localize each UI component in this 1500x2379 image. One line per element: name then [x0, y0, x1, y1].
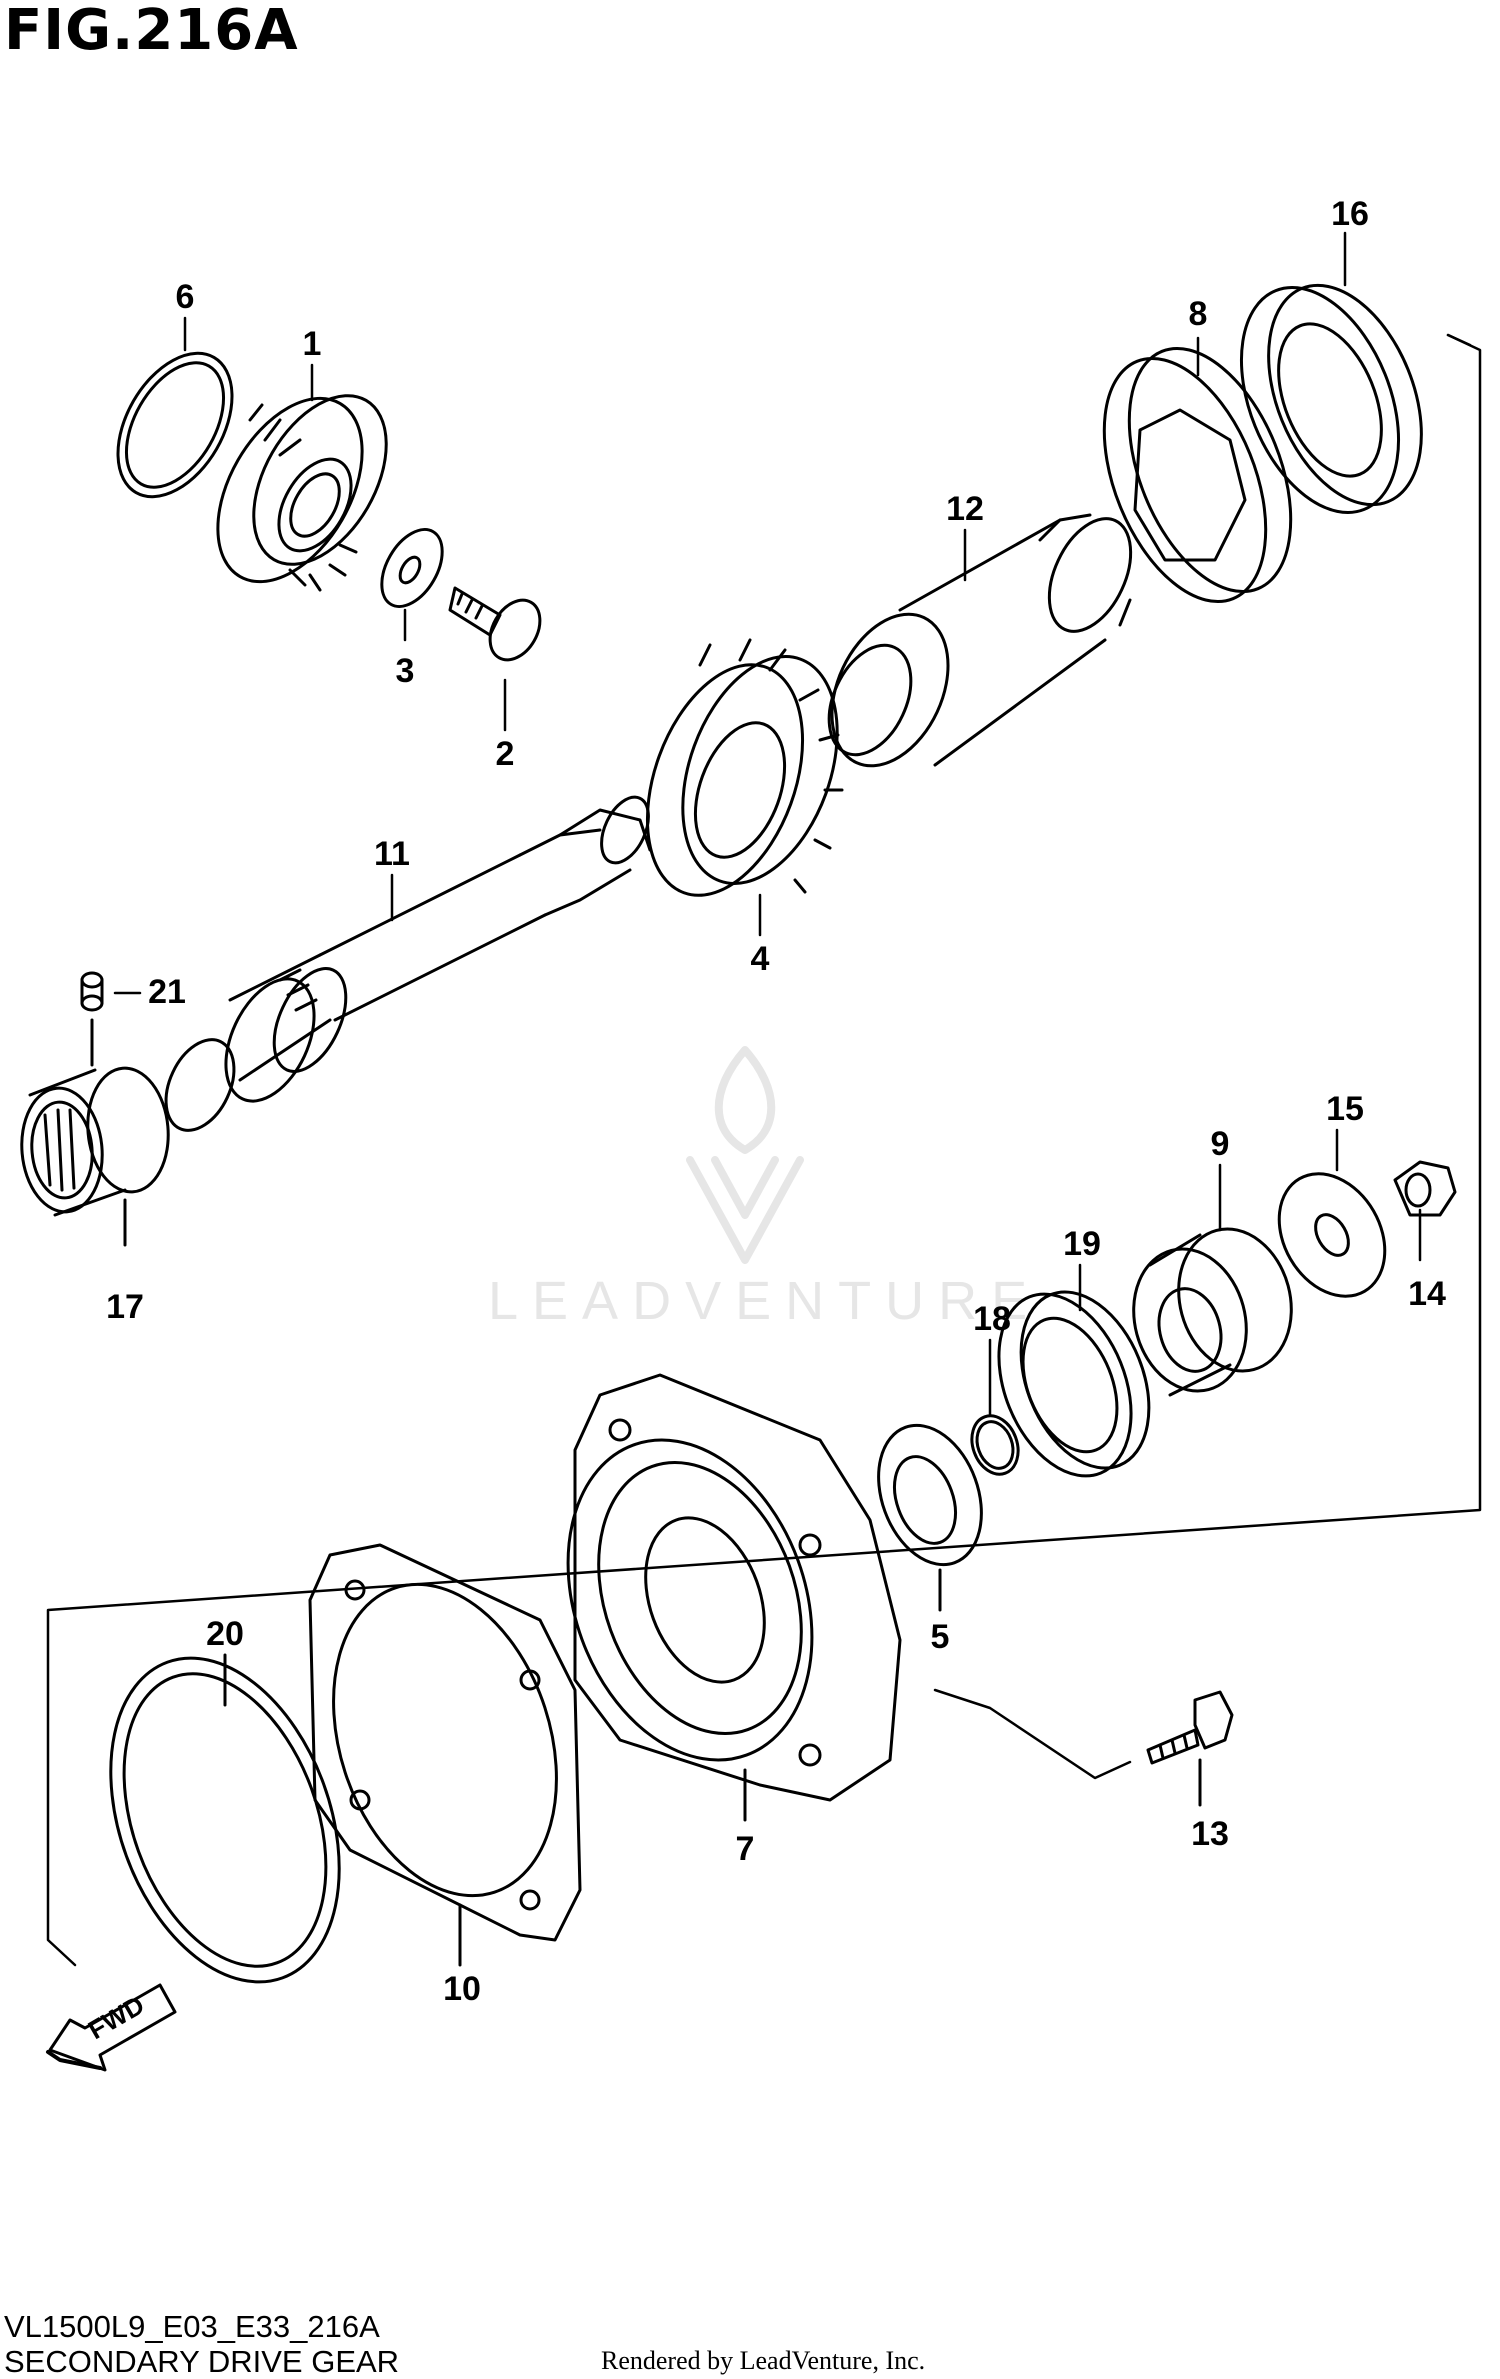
footer-model-code: VL1500L9_E03_E33_216A: [4, 2309, 380, 2344]
callout-10: 10: [443, 1970, 481, 2008]
callout-7: 7: [736, 1830, 755, 1868]
part-5-bushing: [877, 1423, 983, 1612]
callout-18: 18: [973, 1300, 1011, 1338]
callout-14: 14: [1408, 1275, 1446, 1313]
callout-1: 1: [303, 325, 322, 363]
callout-11: 11: [374, 835, 410, 873]
part-16-oil-seal: [1239, 283, 1423, 515]
callout-3: 3: [396, 652, 415, 690]
callout-labels: 1 2 3 4 5 6 7 8 9 10 11 12 13 14 15 16 1…: [106, 195, 1446, 2008]
part-1-bevel-gear: [216, 394, 388, 592]
callout-19: 19: [1063, 1225, 1101, 1263]
part-10-gasket: [308, 1543, 582, 1967]
callout-20: 20: [206, 1615, 244, 1653]
callout-6: 6: [176, 278, 195, 316]
footer-render-credit: Rendered by LeadVenture, Inc.: [601, 2346, 926, 2375]
part-11-output-shaft: [164, 795, 652, 1132]
callout-4: 4: [751, 940, 770, 978]
callout-21: 21: [148, 973, 186, 1011]
footer-description: SECONDARY DRIVE GEAR: [4, 2344, 400, 2379]
watermark-brand: LEADVENTURE: [488, 1271, 1042, 1331]
watermark-logo-icon: [686, 1046, 804, 1264]
part-13-bolt: [1146, 1690, 1234, 1807]
figure-title: FIG.216A: [4, 0, 299, 63]
part-19-oil-seal: [997, 1290, 1151, 1478]
part-12-shaft-sleeve: [827, 513, 1133, 768]
part-21-pin: [80, 971, 104, 1067]
part-9-coupling: [1132, 1227, 1293, 1397]
part-15-washer: [1277, 1172, 1387, 1298]
part-14-nut: [1393, 1160, 1457, 1217]
fwd-arrow-icon: [46, 1983, 177, 2072]
callout-12: 12: [946, 490, 984, 528]
callout-2: 2: [496, 735, 515, 773]
part-7-bearing-housing: [566, 1373, 902, 1822]
part-6-o-ring: [116, 351, 234, 499]
callout-16: 16: [1331, 195, 1369, 233]
part-20-o-ring: [109, 1653, 341, 1984]
callout-5: 5: [931, 1618, 950, 1656]
assembly-bracket-lines: [46, 333, 1482, 1967]
part-4-bevel-gear: [645, 638, 844, 897]
part-18-o-ring: [970, 1414, 1020, 1476]
callout-17: 17: [106, 1288, 144, 1326]
callout-9: 9: [1211, 1125, 1230, 1163]
callout-8: 8: [1189, 295, 1208, 333]
part-3-washer: [380, 528, 444, 608]
leader-lines: [113, 231, 1422, 1417]
part-8-seal-retainer: [1102, 346, 1293, 604]
part-2-bolt: [448, 586, 542, 662]
part-17-needle-bearing: [20, 1066, 170, 1247]
callout-15: 15: [1326, 1090, 1364, 1128]
callout-13: 13: [1191, 1815, 1229, 1853]
